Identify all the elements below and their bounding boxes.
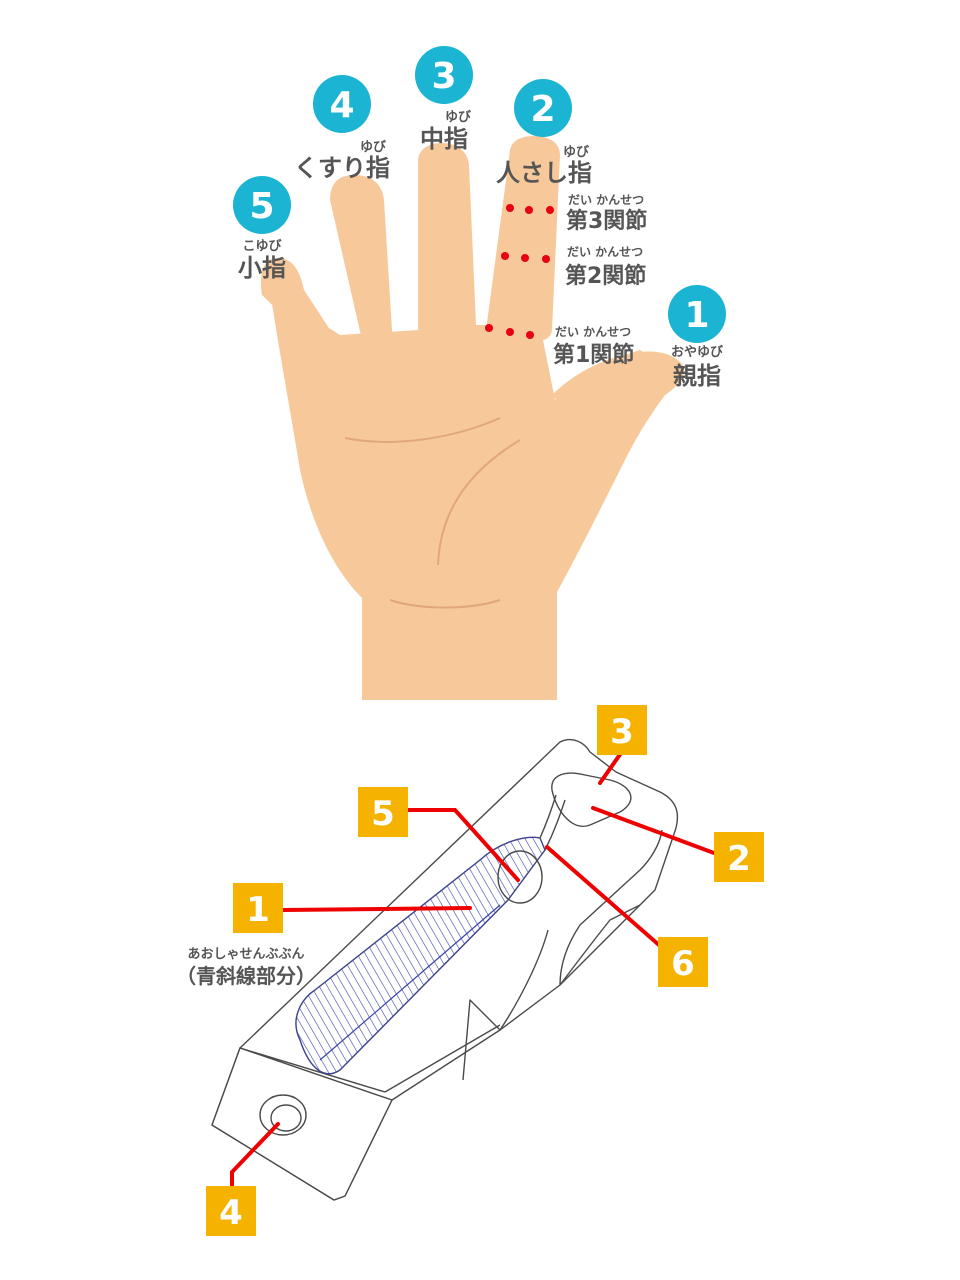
leader-3 xyxy=(598,751,623,785)
svg-text:3: 3 xyxy=(431,56,456,97)
callout-2: 2 xyxy=(714,832,764,882)
svg-text:4: 4 xyxy=(329,85,354,126)
tool-head-pocket xyxy=(551,772,632,827)
svg-text:4: 4 xyxy=(219,1193,243,1233)
svg-text:3: 3 xyxy=(610,712,634,752)
finger-pinky xyxy=(260,258,342,358)
finger-middle xyxy=(418,143,477,342)
leader-1 xyxy=(281,906,472,912)
tool-front-hole-inner xyxy=(270,1104,302,1132)
tool-recess xyxy=(497,850,543,904)
thumb-ruby: おやゆび xyxy=(671,345,724,360)
leader-lines xyxy=(230,751,716,1188)
tool-top-edge xyxy=(239,1024,501,1093)
callout-4: 4 xyxy=(206,1186,256,1236)
callout-5: 5 xyxy=(358,787,408,837)
tool-front-face xyxy=(211,1047,393,1201)
pinky-ruby: こゆび xyxy=(242,239,282,254)
finger-badge-5: 5 xyxy=(233,176,291,234)
leader-6 xyxy=(545,845,661,947)
ring-ruby: ゆび xyxy=(360,140,387,155)
pinky-name: 小指 xyxy=(238,254,286,282)
leader-4 xyxy=(230,1122,280,1188)
tool-side-face xyxy=(462,829,663,1081)
callout-6: 6 xyxy=(658,937,708,987)
joint3-name: 第3関節 xyxy=(566,208,647,234)
finger-ring xyxy=(330,175,393,353)
joint2-ruby: だい かんせつ xyxy=(567,245,643,259)
leader-5 xyxy=(406,808,520,882)
finger-index xyxy=(486,136,560,341)
callout-1: 1 xyxy=(233,883,283,933)
svg-text:6: 6 xyxy=(671,944,695,984)
callout-3: 3 xyxy=(597,705,647,755)
tool-illustration xyxy=(211,738,679,1201)
hatch-note-label: （青斜線部分） xyxy=(176,964,316,988)
tool-side-groove xyxy=(559,904,641,986)
svg-text:5: 5 xyxy=(371,794,395,834)
ring-name: くすり指 xyxy=(294,154,390,182)
finger-badge-3: 3 xyxy=(415,46,473,104)
index-name: 人さし指 xyxy=(496,159,592,187)
finger-badge-4: 4 xyxy=(313,75,371,133)
wrist-crease xyxy=(389,599,501,609)
svg-text:1: 1 xyxy=(246,890,270,930)
joint1-ruby: だい かんせつ xyxy=(555,325,631,339)
tool-front-hole xyxy=(259,1094,307,1136)
joint1-name: 第1関節 xyxy=(553,342,634,368)
palm-crease-upper xyxy=(344,417,501,443)
hatch-note-ruby: あおしゃせんぶぶん xyxy=(187,947,304,962)
joint3-ruby: だい かんせつ xyxy=(568,193,644,207)
thumb-name: 親指 xyxy=(673,362,721,390)
middle-ruby: ゆび xyxy=(445,110,472,125)
finger-badge-1: 1 xyxy=(668,285,726,343)
finger-thumb xyxy=(552,351,685,445)
leader-2 xyxy=(591,806,716,855)
palm xyxy=(270,290,680,605)
hand-illustration xyxy=(260,136,685,700)
palm-crease-life xyxy=(437,439,521,566)
joint-dots xyxy=(485,204,554,339)
svg-text:5: 5 xyxy=(249,186,274,227)
middle-name: 中指 xyxy=(420,125,468,153)
index-ruby: ゆび xyxy=(563,145,590,160)
svg-text:2: 2 xyxy=(727,839,751,879)
svg-text:1: 1 xyxy=(684,295,709,336)
tool-hatched-area xyxy=(295,836,546,1075)
joint2-name: 第2関節 xyxy=(565,263,646,289)
finger-badge-2: 2 xyxy=(514,79,572,137)
svg-text:2: 2 xyxy=(530,89,555,130)
tool-ridge-line xyxy=(319,904,501,1061)
